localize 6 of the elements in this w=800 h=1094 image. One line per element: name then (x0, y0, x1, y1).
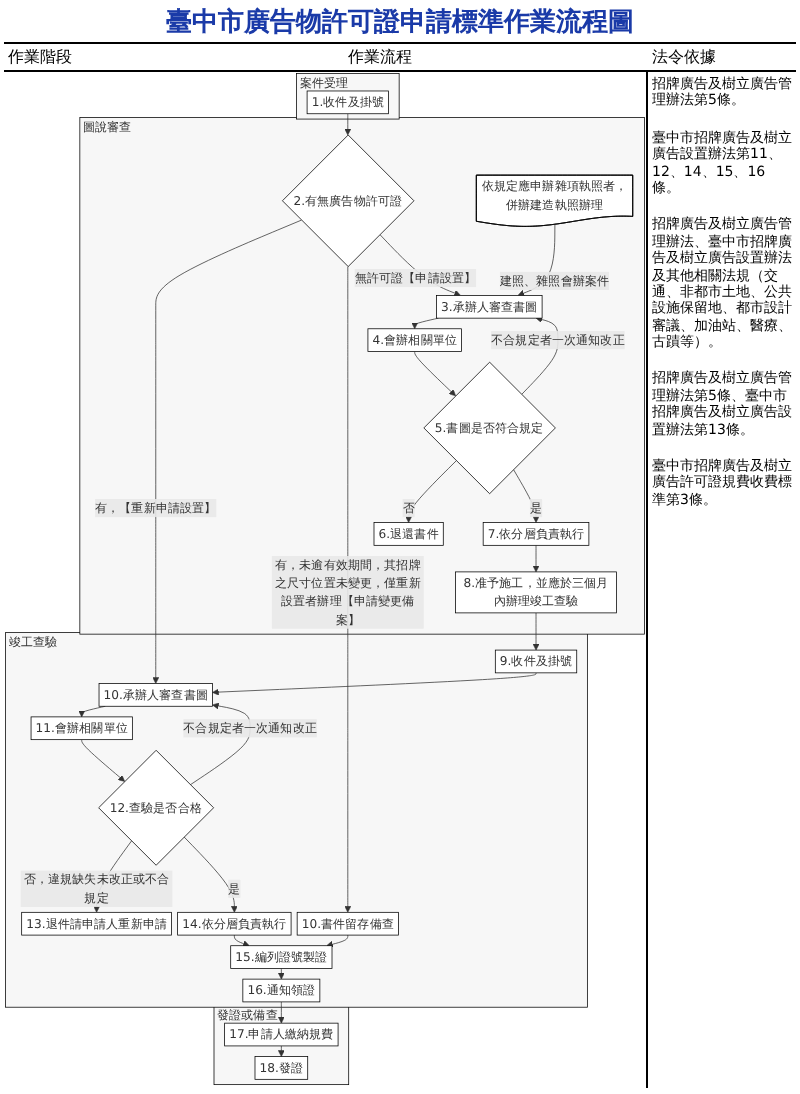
column-header: 法令依據 (650, 46, 718, 70)
diagram-title: 臺中市廣告物許可證申請標準作業流程圖 (164, 5, 636, 40)
column-header: 作業流程 (346, 46, 414, 70)
arrow (278, 1045, 285, 1057)
arrow (278, 968, 285, 980)
column-header: 作業階段 (6, 46, 74, 70)
